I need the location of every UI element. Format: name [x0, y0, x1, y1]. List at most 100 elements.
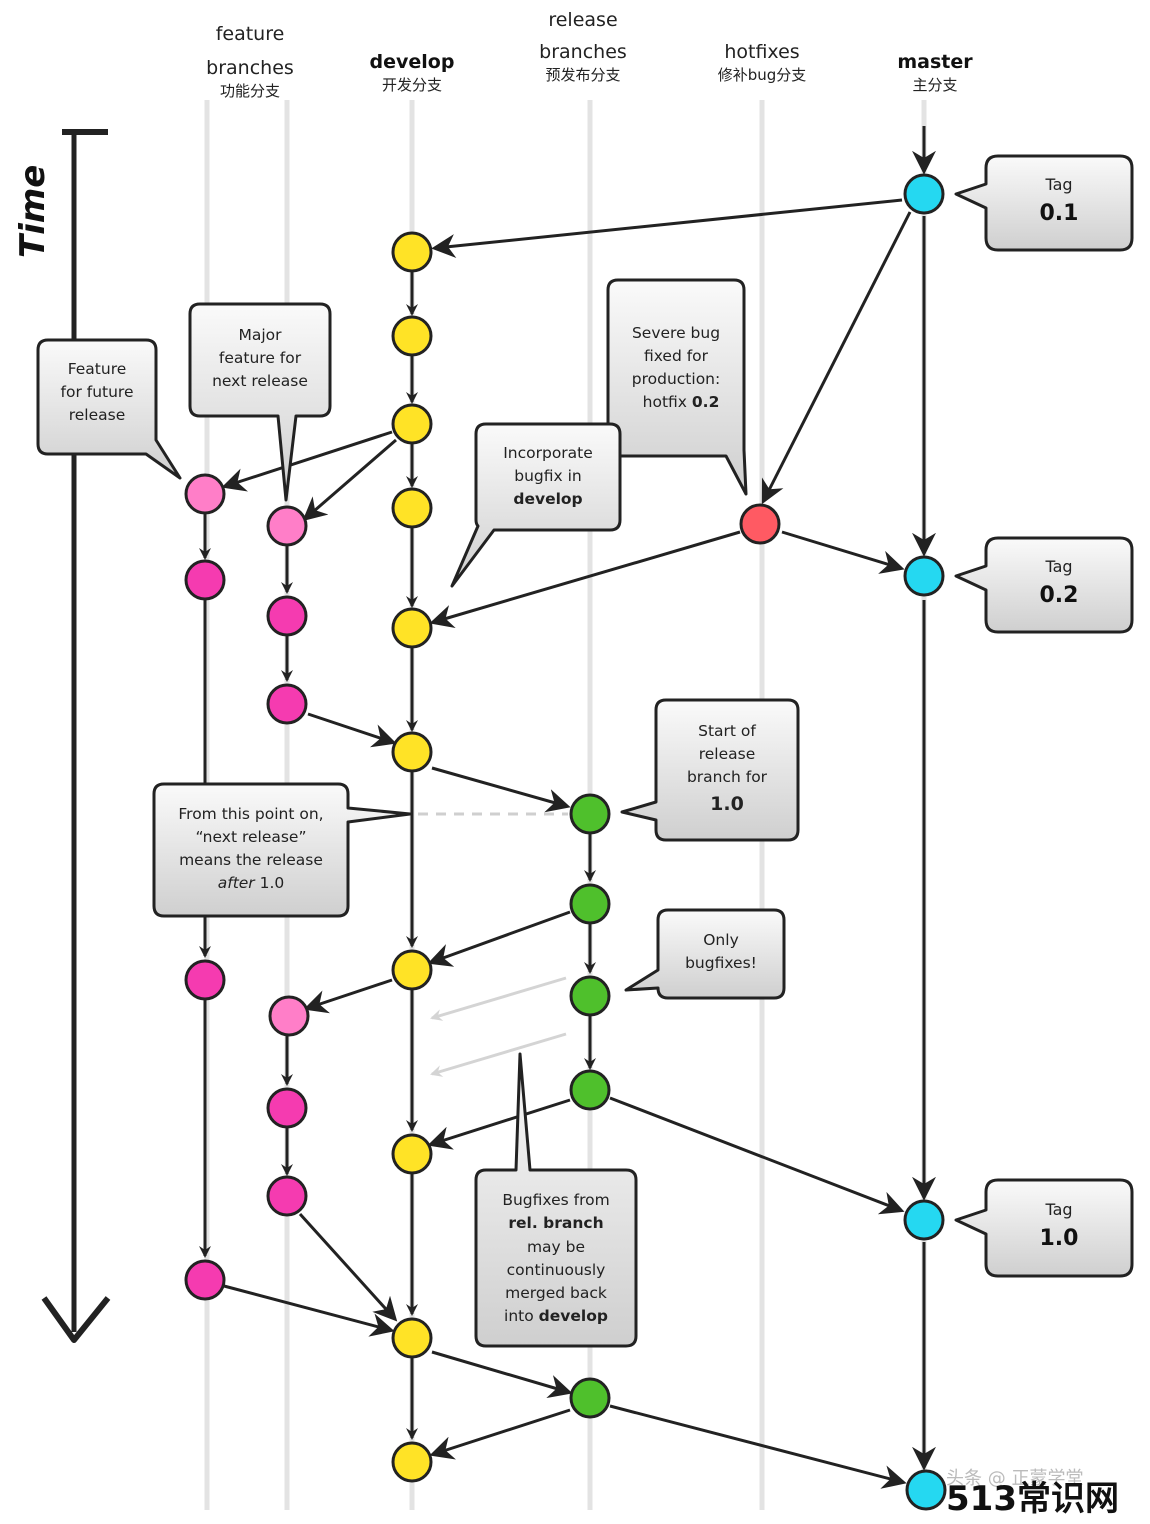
commit-release-2: [569, 883, 611, 925]
commit-feature2-3: [266, 683, 308, 725]
svg-text:Tag: Tag: [1044, 175, 1072, 194]
svg-text:fixed for: fixed for: [644, 347, 709, 365]
svg-text:release: release: [699, 745, 756, 763]
svg-text:for future: for future: [61, 383, 134, 401]
svg-text:Start of: Start of: [698, 722, 756, 740]
commit-release-5: [569, 1377, 611, 1419]
branch-lines: [199, 126, 936, 1471]
watermark: 头条 @ 正蒙学堂 513常识网: [946, 1468, 1119, 1519]
header-master: master: [897, 51, 973, 73]
column-headers: feature branches 功能分支 develop 开发分支 relea…: [206, 9, 973, 100]
svg-text:0.2: 0.2: [1040, 583, 1079, 608]
commit-develop-1: [391, 231, 433, 273]
svg-text:after 1.0: after 1.0: [218, 874, 285, 892]
bubble-start-release: Start of release branch for 1.0: [620, 698, 800, 842]
header-feature-line2: branches: [206, 57, 294, 79]
svg-text:rel. branch: rel. branch: [508, 1214, 603, 1232]
watermark-main: 513常识网: [946, 1479, 1119, 1519]
header-release-line2: branches: [539, 41, 627, 63]
header-release-cn: 预发布分支: [545, 66, 620, 84]
commit-feature2-1: [266, 505, 308, 547]
tag-bubble-1-0: Tag 1.0: [954, 1178, 1134, 1278]
tag-bubbles: Tag 0.1 Tag 0.2 Tag 1.0: [954, 154, 1134, 1278]
svg-text:0.1: 0.1: [1040, 201, 1079, 226]
commit-develop-3: [391, 403, 433, 445]
commit-develop-4: [391, 487, 433, 529]
svg-text:bugfixes!: bugfixes!: [685, 954, 757, 972]
svg-text:means the release: means the release: [179, 851, 323, 869]
svg-text:Tag: Tag: [1044, 557, 1072, 576]
header-feature-cn: 功能分支: [220, 82, 280, 100]
commit-develop-6: [391, 731, 433, 773]
tag-bubble-0-1: Tag 0.1: [954, 154, 1134, 252]
svg-text:develop: develop: [513, 490, 582, 508]
svg-text:production:: production:: [632, 370, 720, 388]
commit-develop-9: [391, 1317, 433, 1359]
watermark-faint: 头条 @ 正蒙学堂: [946, 1468, 1083, 1489]
svg-text:Incorporate: Incorporate: [503, 444, 593, 462]
bubble-feature-future: Feature for future release: [36, 338, 182, 480]
svg-text:“next release”: “next release”: [196, 828, 307, 846]
commit-master-tag-1-0: [903, 1199, 945, 1241]
bubble-major-feature: Major feature for next release: [188, 302, 332, 502]
commit-release-1: [569, 793, 611, 835]
svg-text:From this point on,: From this point on,: [178, 805, 323, 823]
svg-text:branch for: branch for: [687, 768, 768, 786]
commits: [184, 173, 947, 1511]
svg-text:bugfix in: bugfix in: [514, 467, 582, 485]
header-develop: develop: [370, 51, 455, 73]
header-hotfixes-cn: 修补bug分支: [718, 66, 807, 84]
commit-feature1-4: [184, 1259, 226, 1301]
svg-text:1.0: 1.0: [1040, 1226, 1079, 1251]
commit-feature2-4: [268, 995, 310, 1037]
svg-text:into develop: into develop: [504, 1307, 608, 1325]
svg-text:feature for: feature for: [219, 349, 302, 367]
commit-feature1-3: [184, 959, 226, 1001]
commit-master-tag-0-2: [903, 555, 945, 597]
commit-feature2-6: [266, 1175, 308, 1217]
time-label: Time: [13, 165, 53, 258]
bubble-bugfixes-rel-branch: Bugfixes from rel. branch may be continu…: [474, 1052, 638, 1348]
svg-text:Only: Only: [703, 931, 739, 949]
commit-master-tag-0-1: [903, 173, 945, 215]
svg-text:Major: Major: [238, 326, 282, 344]
svg-text:release: release: [69, 406, 126, 424]
svg-text:merged back: merged back: [505, 1284, 607, 1302]
tag-bubble-0-2: Tag 0.2: [954, 536, 1134, 634]
commit-release-4: [569, 1069, 611, 1111]
commit-feature2-2: [266, 595, 308, 637]
bubble-severe-bug: Severe bug fixed for production: hotfix …: [606, 278, 748, 496]
svg-text:Bugfixes from: Bugfixes from: [502, 1191, 609, 1209]
commit-feature1-2: [184, 559, 226, 601]
commit-master-final: [905, 1469, 947, 1511]
time-axis: Time: [13, 129, 111, 1343]
header-feature-line1: feature: [216, 23, 285, 45]
bubble-from-this-point: From this point on, “next release” means…: [152, 782, 412, 918]
callouts: Feature for future release Major feature…: [36, 278, 800, 1348]
commit-develop-8: [391, 1133, 433, 1175]
svg-text:continuously: continuously: [507, 1261, 606, 1279]
svg-text:may be: may be: [527, 1238, 585, 1256]
bubble-incorporate-bugfix: Incorporate bugfix in develop: [450, 422, 622, 588]
header-hotfixes: hotfixes: [724, 41, 799, 63]
svg-text:Severe bug: Severe bug: [632, 324, 720, 342]
bubble-only-bugfixes: Only bugfixes!: [624, 908, 786, 1000]
svg-text:1.0: 1.0: [710, 793, 744, 815]
header-master-cn: 主分支: [912, 76, 957, 94]
svg-text:next release: next release: [212, 372, 308, 390]
commit-hotfix: [739, 503, 781, 545]
commit-release-3: [569, 975, 611, 1017]
commit-develop-7: [391, 949, 433, 991]
commit-develop-5: [391, 607, 433, 649]
svg-text:Tag: Tag: [1044, 1200, 1072, 1219]
commit-feature2-5: [266, 1087, 308, 1129]
commit-feature1-1: [184, 473, 226, 515]
header-release-line1: release: [548, 9, 617, 31]
header-develop-cn: 开发分支: [382, 76, 442, 94]
svg-text:hotfix 0.2: hotfix 0.2: [643, 393, 720, 411]
merge-arrows: [221, 198, 912, 1489]
svg-text:Feature: Feature: [68, 360, 127, 378]
commit-develop-2: [391, 315, 433, 357]
commit-develop-10: [391, 1441, 433, 1483]
